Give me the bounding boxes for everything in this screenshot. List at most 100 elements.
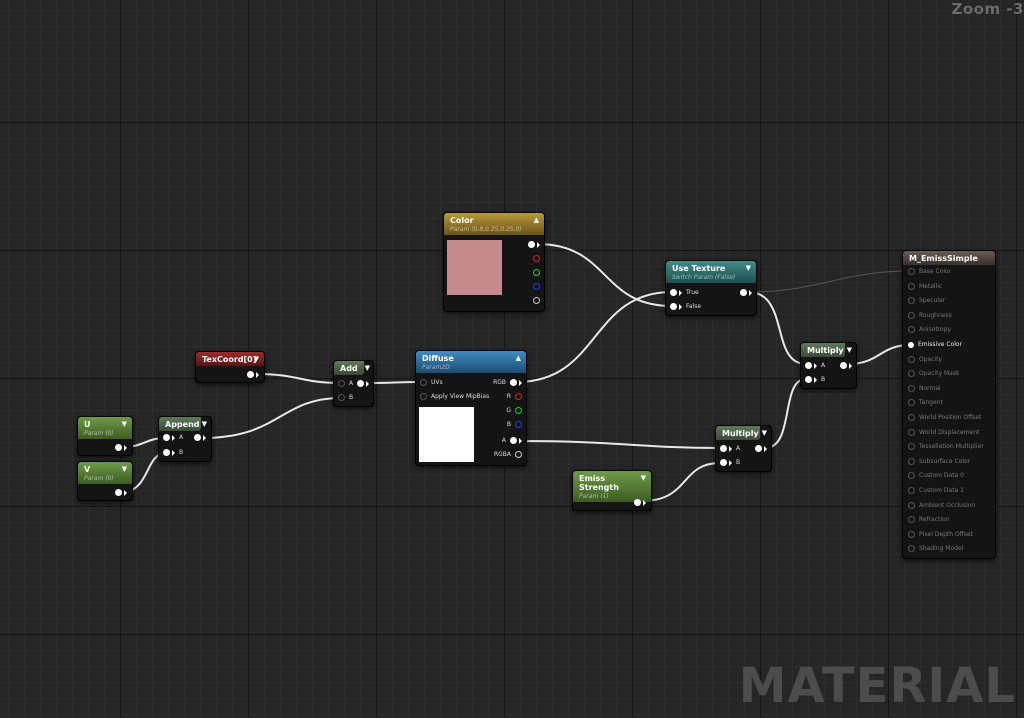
input-pin[interactable] [908, 472, 915, 480]
collapse-arrow-icon[interactable]: ▼ [253, 355, 259, 363]
output-pin[interactable] [533, 283, 540, 290]
output-pin[interactable] [515, 421, 522, 428]
collapse-arrow-icon[interactable]: ▼ [745, 264, 751, 272]
input-pin[interactable] [908, 355, 915, 363]
node-header[interactable]: M_EmissSimple [903, 251, 995, 265]
material-pin-tessellation-multiplier[interactable]: Tessellation Multiplier [908, 443, 984, 451]
output-pin-g[interactable]: G [506, 407, 522, 414]
input-pin[interactable] [908, 443, 915, 451]
output-pin[interactable] [840, 362, 847, 369]
output-pin[interactable] [515, 407, 522, 414]
output-pin[interactable] [515, 451, 522, 458]
input-pin[interactable] [805, 376, 812, 383]
material-pin-world-position-offset[interactable]: World Position Offset [908, 414, 981, 421]
input-pin[interactable] [908, 457, 915, 465]
collapse-arrow-icon[interactable]: ▼ [761, 429, 767, 437]
output-pin[interactable] [115, 444, 122, 451]
node-diffuse-texture[interactable]: Diffuse Param2D ▲ UVs Apply View MipBias… [415, 350, 527, 466]
input-pin[interactable] [908, 326, 915, 334]
input-pin-b[interactable]: B [163, 449, 183, 456]
collapse-arrow-icon[interactable]: ▼ [640, 474, 646, 482]
material-pin-refraction[interactable]: Refraction [908, 516, 950, 524]
material-pin-anisotropy[interactable]: Anisotropy [908, 326, 951, 334]
input-pin-b[interactable]: B [805, 376, 825, 383]
material-pin-emissive-color[interactable]: Emissive Color [908, 341, 962, 348]
collapse-arrow-icon[interactable]: ▼ [121, 465, 127, 473]
node-header[interactable]: Append [159, 417, 201, 431]
node-header[interactable]: Use Texture Switch Param (False) ▼ [666, 261, 756, 283]
node-u-param[interactable]: U Param (0) ▼ [77, 416, 133, 456]
material-pin-opacity-mask[interactable]: Opacity Mask [908, 370, 959, 378]
node-header[interactable]: Multiply [716, 426, 760, 440]
input-pin[interactable] [338, 394, 345, 401]
output-pin[interactable] [755, 445, 762, 452]
material-pin-custom-data-1[interactable]: Custom Data 1 [908, 487, 964, 494]
input-pin[interactable] [908, 516, 915, 524]
collapse-arrow-icon[interactable]: ▼ [364, 364, 370, 372]
input-pin[interactable] [720, 459, 727, 466]
material-pin-base-color[interactable]: Base Color [908, 268, 951, 275]
input-pin[interactable] [805, 362, 812, 369]
output-pin-a[interactable]: A [502, 437, 522, 444]
output-pin[interactable] [515, 393, 522, 400]
node-header[interactable]: Diffuse Param2D ▲ [416, 351, 526, 373]
collapse-arrow-icon[interactable]: ▼ [846, 346, 852, 354]
input-pin[interactable] [420, 379, 427, 386]
output-pin-rgba[interactable]: RGBA [494, 451, 522, 458]
input-pin-a[interactable]: A [720, 445, 740, 452]
input-pin[interactable] [908, 311, 915, 319]
output-pin-r[interactable] [533, 255, 540, 262]
material-pin-tangent[interactable]: Tangent [908, 399, 943, 407]
node-color-param[interactable]: Color Param (0.8,0.25,0.25,0) ▲ [443, 212, 545, 312]
input-pin[interactable] [670, 303, 677, 310]
input-pin[interactable] [908, 297, 915, 305]
node-header[interactable]: TexCoord[0] ▼ [196, 352, 264, 366]
node-append[interactable]: Append ▼ A B [158, 416, 212, 462]
input-pin[interactable] [720, 445, 727, 452]
collapse-arrow-icon[interactable]: ▼ [121, 420, 127, 428]
output-pin-b[interactable]: B [507, 421, 522, 428]
output-pin[interactable] [634, 499, 641, 506]
input-pin[interactable] [908, 501, 915, 509]
material-pin-shading-model[interactable]: Shading Model [908, 545, 963, 553]
input-pin[interactable] [908, 545, 915, 553]
output-pin[interactable] [740, 289, 747, 296]
material-pin-ambient-occlusion[interactable]: Ambient Occlusion [908, 501, 975, 509]
input-pin-uvs[interactable]: UVs [420, 379, 443, 386]
input-pin-a[interactable]: A [163, 434, 183, 441]
material-pin-pixel-depth-offset[interactable]: Pixel Depth Offset [908, 530, 973, 538]
input-pin[interactable] [908, 530, 915, 538]
node-add[interactable]: Add ▼ A B [333, 360, 374, 407]
output-pin[interactable] [528, 241, 535, 248]
output-pin-r[interactable]: R [507, 393, 522, 400]
material-pin-metallic[interactable]: Metallic [908, 282, 942, 290]
output-pin[interactable] [115, 489, 122, 496]
input-pin[interactable] [163, 434, 170, 441]
output-pin[interactable] [533, 269, 540, 276]
material-pin-world-displacement[interactable]: World Displacement [908, 428, 979, 436]
input-pin-b[interactable]: B [338, 394, 353, 401]
input-pin[interactable] [908, 370, 915, 378]
node-header[interactable]: Color Param (0.8,0.25,0.25,0) ▲ [444, 213, 544, 235]
input-pin-b[interactable]: B [720, 459, 740, 466]
material-pin-normal[interactable]: Normal [908, 384, 941, 392]
node-emiss-strength-param[interactable]: Emiss Strength Param (1) ▼ [572, 470, 652, 511]
input-pin[interactable] [908, 414, 915, 421]
material-pin-specular[interactable]: Specular [908, 297, 945, 305]
input-pin-true[interactable]: True [670, 289, 699, 296]
input-pin-false[interactable]: False [670, 303, 701, 310]
collapse-arrow-icon[interactable]: ▲ [533, 216, 539, 224]
input-pin[interactable] [908, 341, 914, 348]
material-pin-opacity[interactable]: Opacity [908, 355, 942, 363]
input-pin[interactable] [908, 384, 915, 392]
output-pin-rgb[interactable]: RGB [493, 379, 522, 386]
node-texcoord[interactable]: TexCoord[0] ▼ [195, 351, 265, 383]
input-pin-a[interactable]: A [805, 362, 825, 369]
node-header[interactable]: Emiss Strength Param (1) ▼ [573, 471, 651, 502]
input-pin[interactable] [420, 393, 427, 400]
material-pin-custom-data-0[interactable]: Custom Data 0 [908, 472, 964, 480]
output-pin-b[interactable] [533, 283, 540, 290]
output-pin[interactable] [247, 371, 254, 378]
input-pin[interactable] [338, 380, 345, 387]
